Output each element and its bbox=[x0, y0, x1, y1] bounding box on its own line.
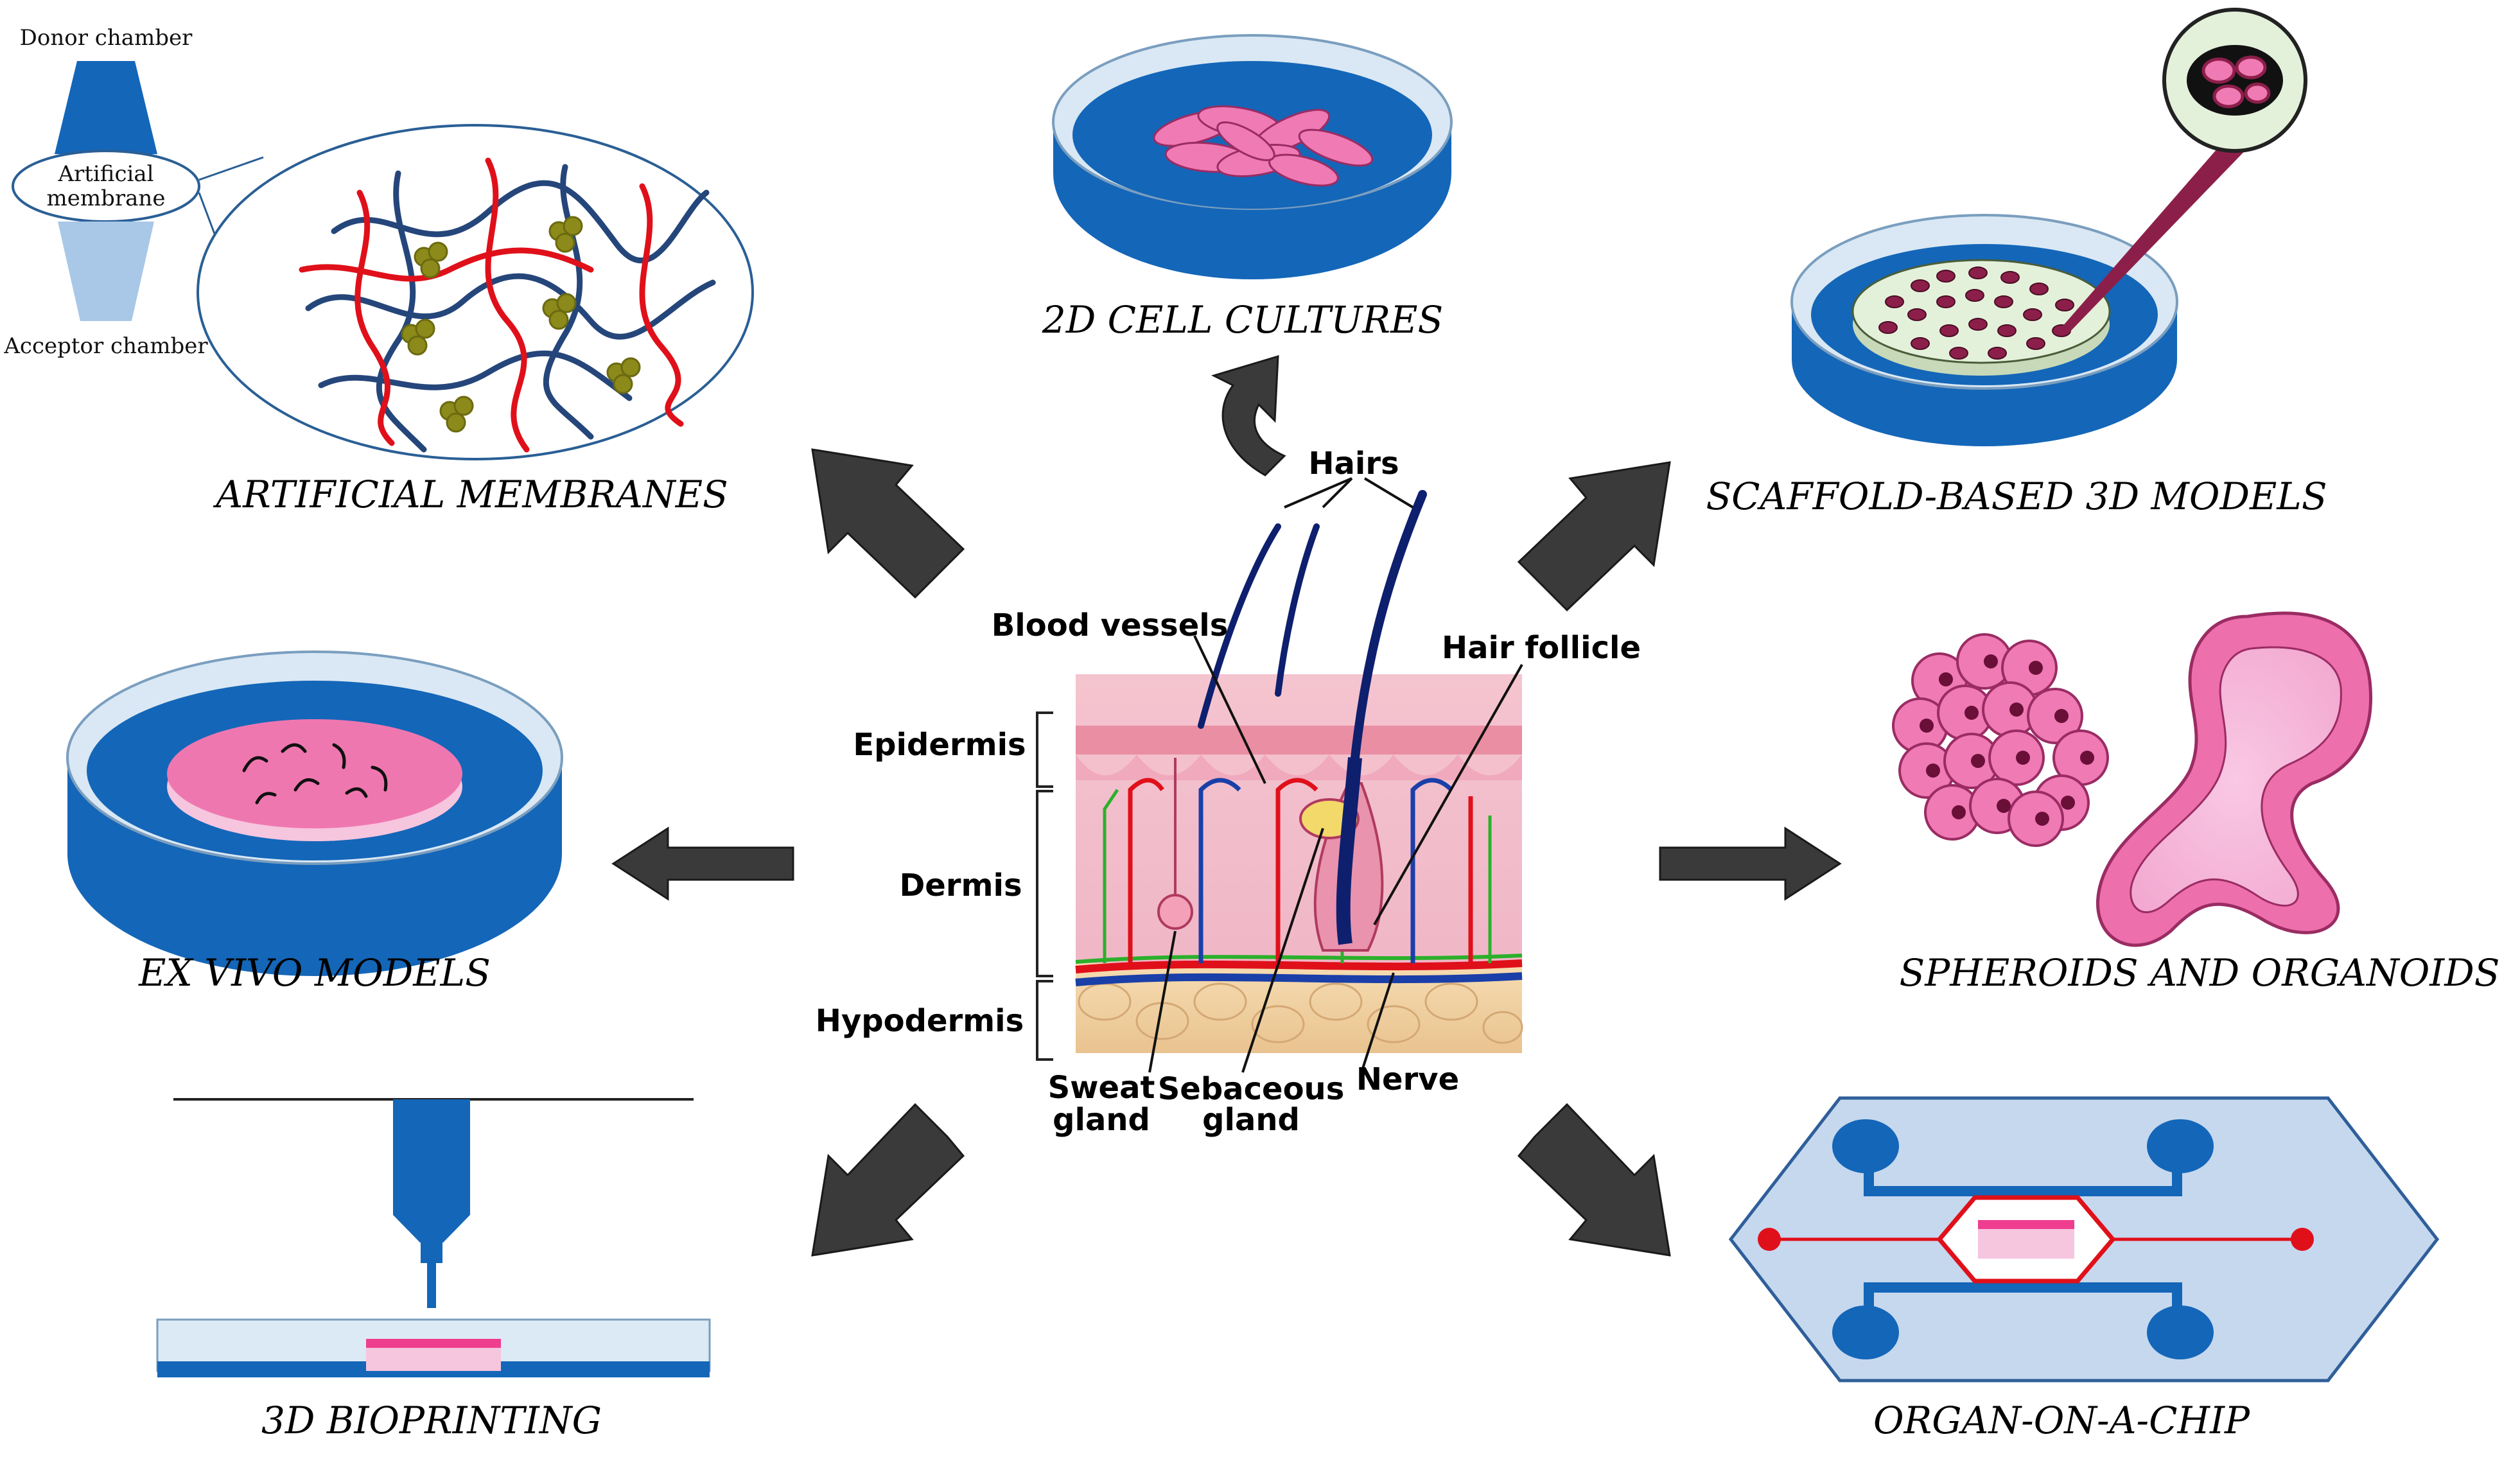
print-head-nozzle-base bbox=[421, 1243, 442, 1263]
spheroid-nuclei bbox=[1920, 654, 2094, 826]
arrow-to-artificial-membranes bbox=[811, 448, 965, 599]
follicle-hair-root bbox=[1336, 757, 1362, 945]
arrow-to-3d-bioprinting bbox=[811, 1103, 965, 1257]
dermis-label: Dermis bbox=[899, 868, 1022, 903]
ex-vivo-title: EX VIVO MODELS bbox=[138, 951, 491, 995]
scaffold-3d-title: SCAFFOLD-BASED 3D MODELS bbox=[1706, 475, 2327, 518]
artificial-membranes-panel: Donor chamber Artificial membrane Accept… bbox=[3, 25, 754, 516]
epidermis-label: Epidermis bbox=[853, 727, 1026, 763]
print-head-body bbox=[393, 1099, 470, 1215]
spheroids-organoids-title: SPHEROIDS AND ORGANOIDS bbox=[1900, 951, 2500, 995]
sweat-gland bbox=[1157, 894, 1193, 930]
scaffold-3d-panel: SCAFFOLD-BASED 3D MODELS bbox=[1706, 8, 2327, 518]
layer-brackets bbox=[1036, 711, 1053, 1061]
arrows bbox=[611, 354, 1842, 1257]
sweat-gland-label-line2: gland bbox=[1053, 1102, 1150, 1138]
organ-on-chip-panel: ORGAN-ON-A-CHIP bbox=[1728, 1096, 2440, 1442]
print-head-taper bbox=[393, 1215, 470, 1243]
skin-pointer-lines bbox=[1148, 477, 1523, 1073]
membrane-label-line1: Artificial bbox=[57, 161, 153, 187]
chip-port-top-right bbox=[2147, 1119, 2214, 1173]
arrow-to-spheroids-organoids bbox=[1659, 826, 1842, 901]
arrow-to-scaffold-3d bbox=[1517, 461, 1671, 612]
flat-cells bbox=[1153, 105, 1374, 187]
hair-shafts bbox=[1198, 490, 1427, 762]
fat-cells bbox=[1078, 982, 1523, 1044]
explant-hairs bbox=[242, 743, 388, 805]
donor-chamber-shape bbox=[55, 61, 157, 154]
bioprinting-title: 3D BIOPRINTING bbox=[261, 1399, 602, 1442]
arrow-to-ex-vivo bbox=[611, 826, 794, 901]
chip-tissue-layer bbox=[1978, 1220, 2074, 1229]
epidermis-layer bbox=[1076, 726, 1522, 755]
capillaries bbox=[1103, 778, 1492, 963]
organ-on-chip-title: ORGAN-ON-A-CHIP bbox=[1873, 1399, 2250, 1442]
chip-port-bottom-right bbox=[2147, 1305, 2214, 1359]
sebaceous-gland-label-line2: gland bbox=[1202, 1102, 1300, 1138]
print-nozzle bbox=[427, 1263, 436, 1308]
bioprinting-panel: 3D BIOPRINTING bbox=[156, 1098, 711, 1442]
nerve-main bbox=[1075, 954, 1523, 964]
donor-chamber-label: Donor chamber bbox=[20, 25, 193, 51]
blood-vessels-label: Blood vessels bbox=[992, 607, 1229, 643]
skin-explant bbox=[167, 719, 462, 828]
acceptor-chamber-label: Acceptor chamber bbox=[3, 333, 208, 359]
skin-cross-section: Hairs Blood vessels Hair follicle Epider… bbox=[816, 446, 1641, 1138]
printed-layer bbox=[366, 1339, 501, 1348]
callout-line-top bbox=[198, 156, 264, 181]
membrane-label-line2: membrane bbox=[47, 186, 166, 211]
spheroids-organoids-panel: SPHEROIDS AND ORGANOIDS bbox=[1892, 611, 2500, 995]
spheroid bbox=[1892, 633, 2109, 847]
polymer-network bbox=[299, 157, 716, 453]
chip-port-bottom-left bbox=[1832, 1305, 1899, 1359]
acceptor-chamber-shape bbox=[58, 222, 154, 321]
lipid-clusters bbox=[401, 216, 641, 433]
chip-inlet bbox=[1758, 1228, 1781, 1251]
sweat-gland-label-line1: Sweat bbox=[1048, 1070, 1155, 1106]
arrow-to-organ-on-chip bbox=[1517, 1103, 1671, 1257]
artery-main bbox=[1075, 959, 1523, 973]
organoid-lumen bbox=[2130, 646, 2342, 914]
nerve-label: Nerve bbox=[1356, 1061, 1459, 1097]
hairs-label: Hairs bbox=[1308, 446, 1399, 482]
cell-cultures-2d-panel: 2D CELL CULTURES bbox=[1042, 34, 1453, 342]
hair-follicle-label: Hair follicle bbox=[1442, 630, 1641, 666]
dermal-papillae bbox=[1076, 755, 1522, 780]
embedded-cells bbox=[1878, 266, 2074, 360]
sebaceous-gland-label-line1: Sebaceous bbox=[1158, 1071, 1345, 1107]
vein-main bbox=[1075, 972, 1523, 986]
magnifier-pointer bbox=[2061, 128, 2254, 334]
ex-vivo-panel: EX VIVO MODELS bbox=[66, 650, 563, 995]
cell-cultures-2d-title: 2D CELL CULTURES bbox=[1042, 298, 1443, 342]
arrow-to-2d-cell-cultures bbox=[1211, 354, 1286, 476]
chip-port-top-left bbox=[1832, 1119, 1899, 1173]
magnified-cells bbox=[2201, 55, 2271, 109]
chip-outlet bbox=[2291, 1228, 2314, 1251]
artificial-membranes-title: ARTIFICIAL MEMBRANES bbox=[213, 473, 728, 516]
hypodermis-label: Hypodermis bbox=[816, 1003, 1024, 1039]
